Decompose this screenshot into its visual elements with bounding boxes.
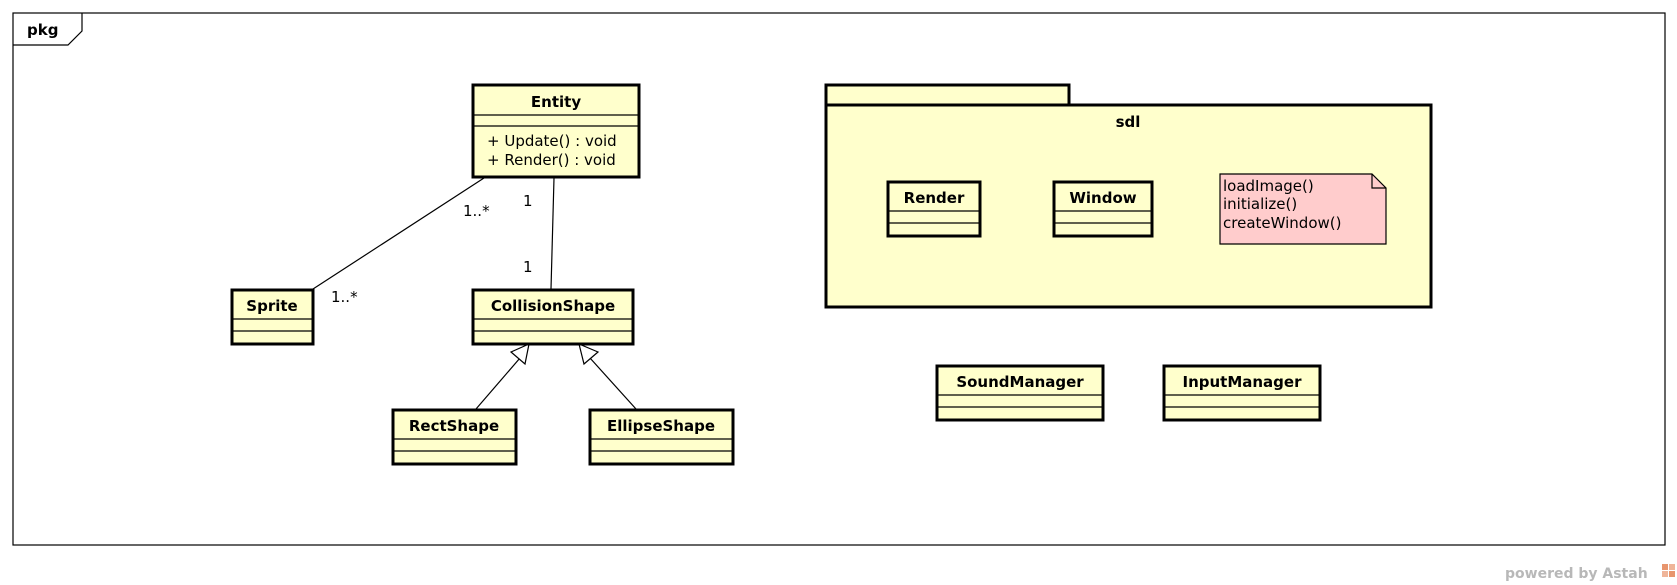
class-window[interactable]: Window	[1052, 180, 1154, 238]
class-name: Entity	[531, 93, 581, 111]
association-entity-collisionshape[interactable]: 1 1	[523, 177, 555, 290]
generalization-rectshape[interactable]	[475, 342, 530, 410]
class-name: CollisionShape	[491, 297, 615, 315]
multiplicity-collision-end: 1	[523, 258, 533, 276]
powered-by-text: powered by Astah	[1505, 566, 1648, 582]
operation: + Update() : void	[487, 132, 617, 150]
class-sprite[interactable]: Sprite	[230, 288, 315, 346]
footer-watermark: powered by Astah	[1505, 564, 1675, 582]
note[interactable]: loadImage() initialize() createWindow()	[1219, 173, 1387, 245]
class-entity[interactable]: Entity + Update() : void + Render() : vo…	[471, 83, 641, 179]
note-line: loadImage()	[1223, 177, 1314, 195]
class-collisionshape[interactable]: CollisionShape	[471, 288, 635, 346]
class-name: RectShape	[409, 417, 499, 435]
package-sdl[interactable]: sdl Render Window loadImage() initialize…	[824, 83, 1433, 309]
operation: + Render() : void	[487, 151, 616, 169]
note-line: createWindow()	[1223, 214, 1341, 232]
package-name: sdl	[1116, 113, 1141, 131]
astah-logo-icon	[1662, 564, 1675, 577]
multiplicity-entity-end: 1	[523, 192, 533, 210]
class-name: InputManager	[1182, 373, 1302, 391]
class-rectshape[interactable]: RectShape	[391, 408, 518, 466]
class-name: Render	[904, 189, 965, 207]
class-name: SoundManager	[956, 373, 1084, 391]
multiplicity-sprite-end: 1..*	[331, 288, 358, 306]
class-render[interactable]: Render	[886, 180, 982, 238]
generalization-ellipseshape[interactable]	[578, 342, 637, 410]
class-name: Window	[1069, 189, 1136, 207]
association-entity-sprite[interactable]: 1..* 1..*	[312, 177, 490, 306]
class-name: EllipseShape	[607, 417, 715, 435]
class-ellipseshape[interactable]: EllipseShape	[588, 408, 735, 466]
multiplicity-entity-end: 1..*	[463, 202, 490, 220]
class-inputmanager[interactable]: InputManager	[1162, 364, 1322, 422]
class-name: Sprite	[246, 297, 297, 315]
note-line: initialize()	[1223, 195, 1297, 213]
frame-label: pkg	[27, 21, 58, 39]
class-soundmanager[interactable]: SoundManager	[935, 364, 1105, 422]
